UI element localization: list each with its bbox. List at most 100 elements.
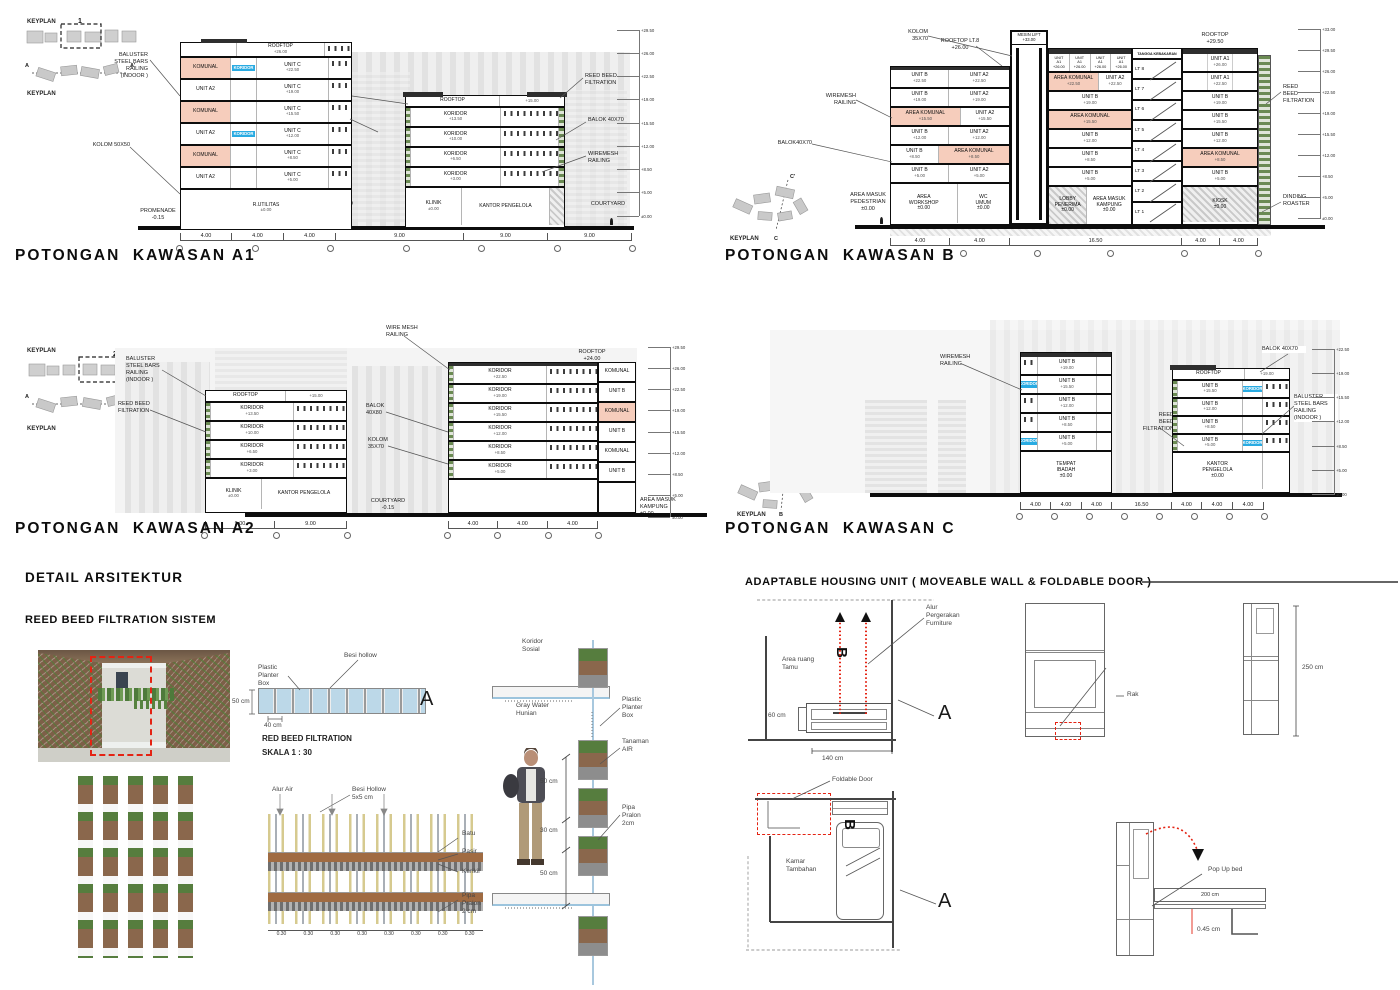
callout-balok: BALOK 40X80: [366, 403, 385, 416]
room-label: ROOFTOP: [440, 97, 465, 104]
planter-wall-image: [78, 776, 193, 958]
dimension-value: 0.30: [410, 931, 421, 937]
elevation-label: ±0.00: [641, 213, 652, 219]
person-photo-figure: [503, 748, 545, 865]
room-label: UNIT B: [1058, 378, 1076, 385]
room-label: KORIDOR: [488, 463, 512, 470]
room-label: UNIT B: [906, 148, 923, 155]
room-label: UNIT A1: [1210, 56, 1230, 63]
callout-rooftop-lt8: ROOFTOP LT.8 +26.00: [940, 38, 980, 51]
c-right-tower-section: ROOFTOP +19.00 UNIT B+15.50 KORIDOR UNIT…: [1170, 365, 1290, 493]
elevation-label: +19.00: [1322, 110, 1336, 116]
koridor-chip: KORIDOR: [1243, 439, 1262, 447]
room-elevation: +15.50: [1083, 118, 1097, 124]
callout-balok: BALOK 40X70: [588, 117, 624, 123]
room-label: UNIT B: [911, 72, 928, 79]
pipa-pralon-label: Pipa Pralon 2 cm: [462, 892, 481, 915]
room-elevation: +12.00: [972, 134, 986, 140]
b-keyplan: C' KEYPLAN C: [730, 174, 809, 242]
b-title: POTONGAN KAWASAN B: [725, 247, 956, 264]
room-label: UNIT C: [284, 171, 301, 178]
room-elevation: ±0.00: [260, 207, 272, 213]
room-label: UNIT B: [1211, 94, 1229, 101]
b-fire-stair-shaft: TANGGA KEBAKARAN LT 8 LT 7 LT 6 LT 5 LT …: [1132, 48, 1182, 225]
room-label: KOMUNAL: [604, 448, 630, 455]
room-label: AREA MASUK KAMPUNG ±0.00: [1092, 195, 1126, 214]
room-label: UNIT B: [1211, 132, 1229, 139]
section-mark-b: B: [832, 647, 850, 658]
room-label: KORIDOR: [443, 150, 468, 157]
room-label: UNIT B: [911, 167, 928, 174]
callout-kolom: KOLOM 35X70: [908, 29, 928, 42]
kamar-tambahan-label: Kamar Tambahan: [786, 858, 817, 873]
room-elevation: +19.00: [493, 392, 507, 398]
elevation-label: +19.00: [1336, 370, 1350, 376]
room-label: UNIT B: [608, 428, 626, 435]
room-label: UNIT B: [608, 468, 626, 475]
plastic-planter-box-label: Plastic Planter Box: [258, 664, 279, 687]
room-label: KORIDOR: [488, 406, 512, 413]
room-label: KOMUNAL: [193, 64, 218, 71]
level-label: LT 7: [1135, 87, 1145, 93]
room-label: KLINIK: [225, 487, 242, 494]
dimension-value: 0.30: [357, 931, 367, 937]
foldable-door-label: Foldable Door: [832, 776, 873, 783]
callout-baluster: BALUSTER STEEL BARS RAILING (INDOOR ): [114, 52, 148, 79]
dimension-value: 4.00: [284, 233, 336, 241]
elevation-label: +5.00: [1336, 468, 1347, 474]
room-label: UNIT C: [284, 127, 301, 134]
dimension-value: 4.00: [498, 521, 548, 529]
elevation-label: +8.50: [672, 472, 683, 477]
room-label: UNIT B: [1058, 416, 1076, 423]
a2-left-building-section: ROOFTOP +15.00 KORIDOR+13.50 KORIDOR+10.…: [205, 390, 347, 513]
koridor-chip: KORIDOR: [1021, 438, 1037, 445]
room-elevation: ±0.00: [428, 205, 439, 211]
room-label: UNIT A2: [969, 167, 989, 174]
room-label: UNIT C: [284, 61, 301, 68]
room-label: AREA WORKSHOP ±0.00: [908, 193, 939, 212]
area-masuk-pedestrian-label: AREA MASUK PEDESTRIAN ±0.00: [850, 192, 886, 212]
section-marker-a: A: [25, 63, 29, 69]
room-elevation: +26.00: [1213, 61, 1227, 67]
room-label: UNIT B: [1201, 436, 1219, 443]
dim-200cm: 200 cm: [1200, 892, 1220, 898]
a1-dimension-row: 4.00 4.00 4.00 9.00 9.00 9.00: [180, 233, 632, 241]
elevation-label: +29.50: [672, 344, 686, 350]
level-label: LT 4: [1135, 148, 1145, 154]
a1-title: POTONGAN KAWASAN A1: [15, 247, 256, 264]
popup-bed-plate: 200 cm: [1154, 888, 1266, 902]
dim-250cm: 250 cm: [1302, 664, 1324, 671]
dim-50cm: 50 cm: [540, 870, 558, 877]
pasir-label: Pasir: [462, 848, 477, 855]
room-elevation: +3.00: [246, 467, 258, 473]
detail-mark-a: A: [938, 890, 952, 912]
room-elevation: +19.00: [1083, 99, 1097, 105]
planter-box-drawing: [578, 648, 608, 688]
rooftop-label: ROOFTOP +24.00: [578, 349, 606, 362]
room-label: KORIDOR: [240, 405, 264, 412]
dimension-value: 9.00: [464, 233, 548, 241]
elevation-label: +26.00: [641, 50, 655, 56]
room-label: AREA KOMUNAL: [1053, 75, 1094, 82]
room-label: KORIDOR: [240, 443, 264, 450]
koridor-chip: KORIDOR: [1243, 385, 1262, 393]
promenade-label: PROMENADE -0.15: [140, 208, 176, 221]
elevation-label: +22.50: [641, 74, 655, 79]
dimension-value: 4.00: [1020, 502, 1051, 510]
popup-bed-frame: [1154, 904, 1266, 909]
room-label: AREA KOMUNAL: [954, 148, 994, 155]
tanaman-air-label: Tanaman AIR: [622, 738, 649, 753]
dimension-value: 9.00: [336, 233, 464, 241]
room-elevation: +15.50: [918, 115, 933, 121]
room-elevation: +12.00: [1083, 137, 1097, 143]
c-left-tower-section: UNIT B+19.00 KORIDOR UNIT B+15.50 UNIT B…: [1020, 352, 1112, 493]
c-mesh-tower: [938, 400, 966, 493]
a1-keyplan: KEYPLAN 1 A A' KEYPLAN: [25, 18, 137, 97]
room-elevation: +22.50: [493, 373, 507, 379]
room-label: KORIDOR: [488, 425, 512, 432]
elevation-label: +12.00: [641, 143, 655, 149]
elevation-label: +29.50: [641, 27, 655, 33]
section-marker-c-prime: C': [790, 174, 796, 180]
room-elevation: +12.00: [1213, 137, 1227, 143]
